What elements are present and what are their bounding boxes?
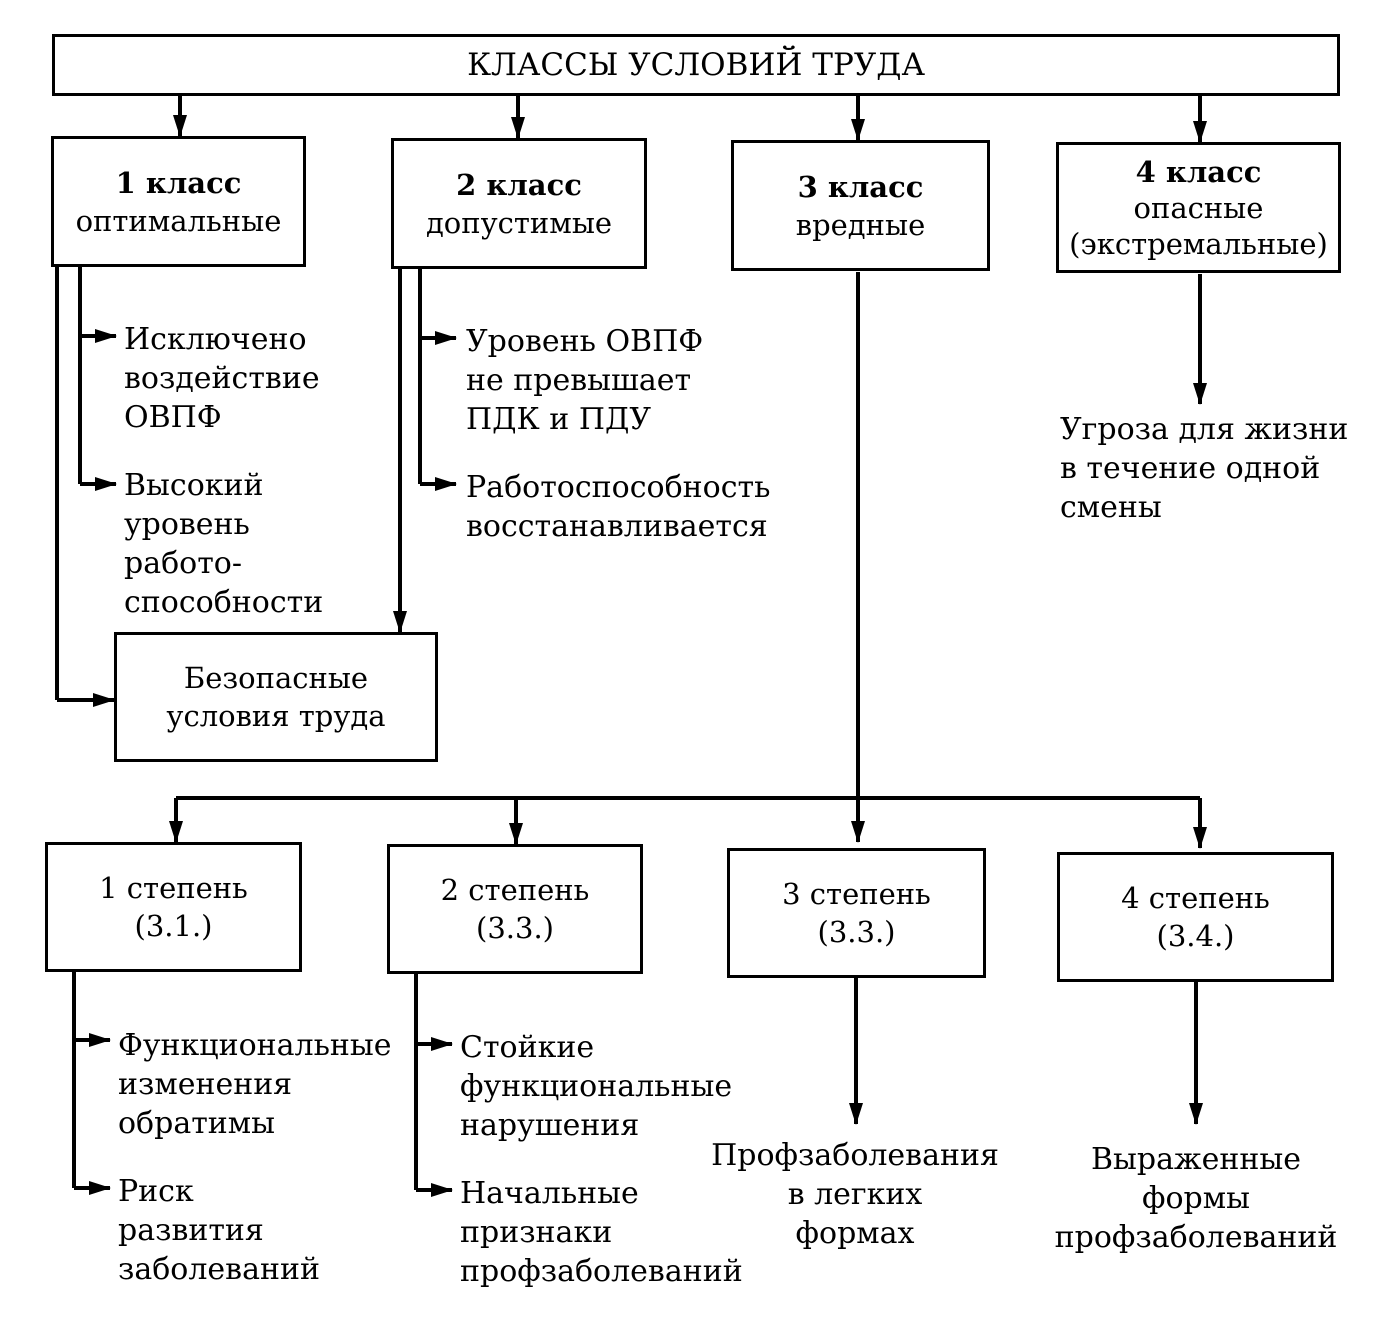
class-4-name: 4 класс (1135, 154, 1262, 189)
class-4-note: Угроза для жизни в течение одной смены (1060, 412, 1349, 525)
safe-conditions-box: Безопасные условия труда (114, 632, 438, 762)
class-2-desc: допустимые (425, 205, 613, 240)
degree-3-note: Профзаболевания в легких формах (711, 1138, 999, 1251)
class-3-name: 3 класс (797, 169, 924, 204)
degree-2-code: (3.3.) (476, 911, 554, 945)
class-3-desc: вредные (795, 207, 926, 242)
class-3-box: 3 класс вредные (731, 140, 990, 271)
class-4-desc: опасные (экстремальные) (1069, 190, 1328, 261)
degree-1-name: 1 степень (99, 871, 248, 905)
class-1-name: 1 класс (115, 165, 242, 200)
class-1-desc: оптимальные (75, 203, 282, 238)
degree-3-box: 3 степень (3.3.) (727, 848, 986, 978)
degree-4-note: Выраженные формы профзаболеваний (1054, 1142, 1338, 1255)
degree-4-box: 4 степень (3.4.) (1057, 852, 1334, 982)
degree-2-note-2: Начальные признаки профзаболеваний (460, 1176, 743, 1289)
degree-4-code: (3.4.) (1156, 919, 1235, 953)
title-box: КЛАССЫ УСЛОВИЙ ТРУДА (52, 34, 1340, 96)
class-2-name: 2 класс (456, 167, 582, 202)
degree-1-box: 1 степень (3.1.) (45, 842, 302, 972)
degree-2-box: 2 степень (3.3.) (387, 844, 643, 974)
class-1-note-1: Исключено воздействие ОВПФ (124, 322, 320, 435)
diagram-title: КЛАССЫ УСЛОВИЙ ТРУДА (467, 47, 925, 83)
safe-conditions-label: Безопасные условия труда (166, 661, 386, 733)
degree-3-name: 3 степень (782, 877, 931, 911)
class-1-note-2: Высокий уровень работо- способности (124, 468, 324, 620)
degree-2-name: 2 степень (440, 873, 590, 907)
degree-1-note-2: Риск развития заболеваний (118, 1174, 320, 1287)
class-1-box: 1 класс оптимальные (51, 136, 306, 267)
class-2-box: 2 класс допустимые (391, 138, 647, 269)
class-4-box: 4 класс опасные (экстремальные) (1056, 142, 1341, 273)
class-2-note-1: Уровень ОВПФ не превышает ПДК и ПДУ (466, 324, 704, 437)
degree-2-note-1: Стойкие функциональные нарушения (460, 1030, 733, 1143)
degree-1-code: (3.1.) (134, 909, 213, 943)
class-2-note-2: Работоспособность восстанавливается (466, 470, 771, 544)
degree-4-name: 4 степень (1121, 881, 1270, 915)
degree-3-code: (3.3.) (817, 915, 896, 949)
degree-1-note-1: Функциональные изменения обратимы (118, 1028, 392, 1141)
